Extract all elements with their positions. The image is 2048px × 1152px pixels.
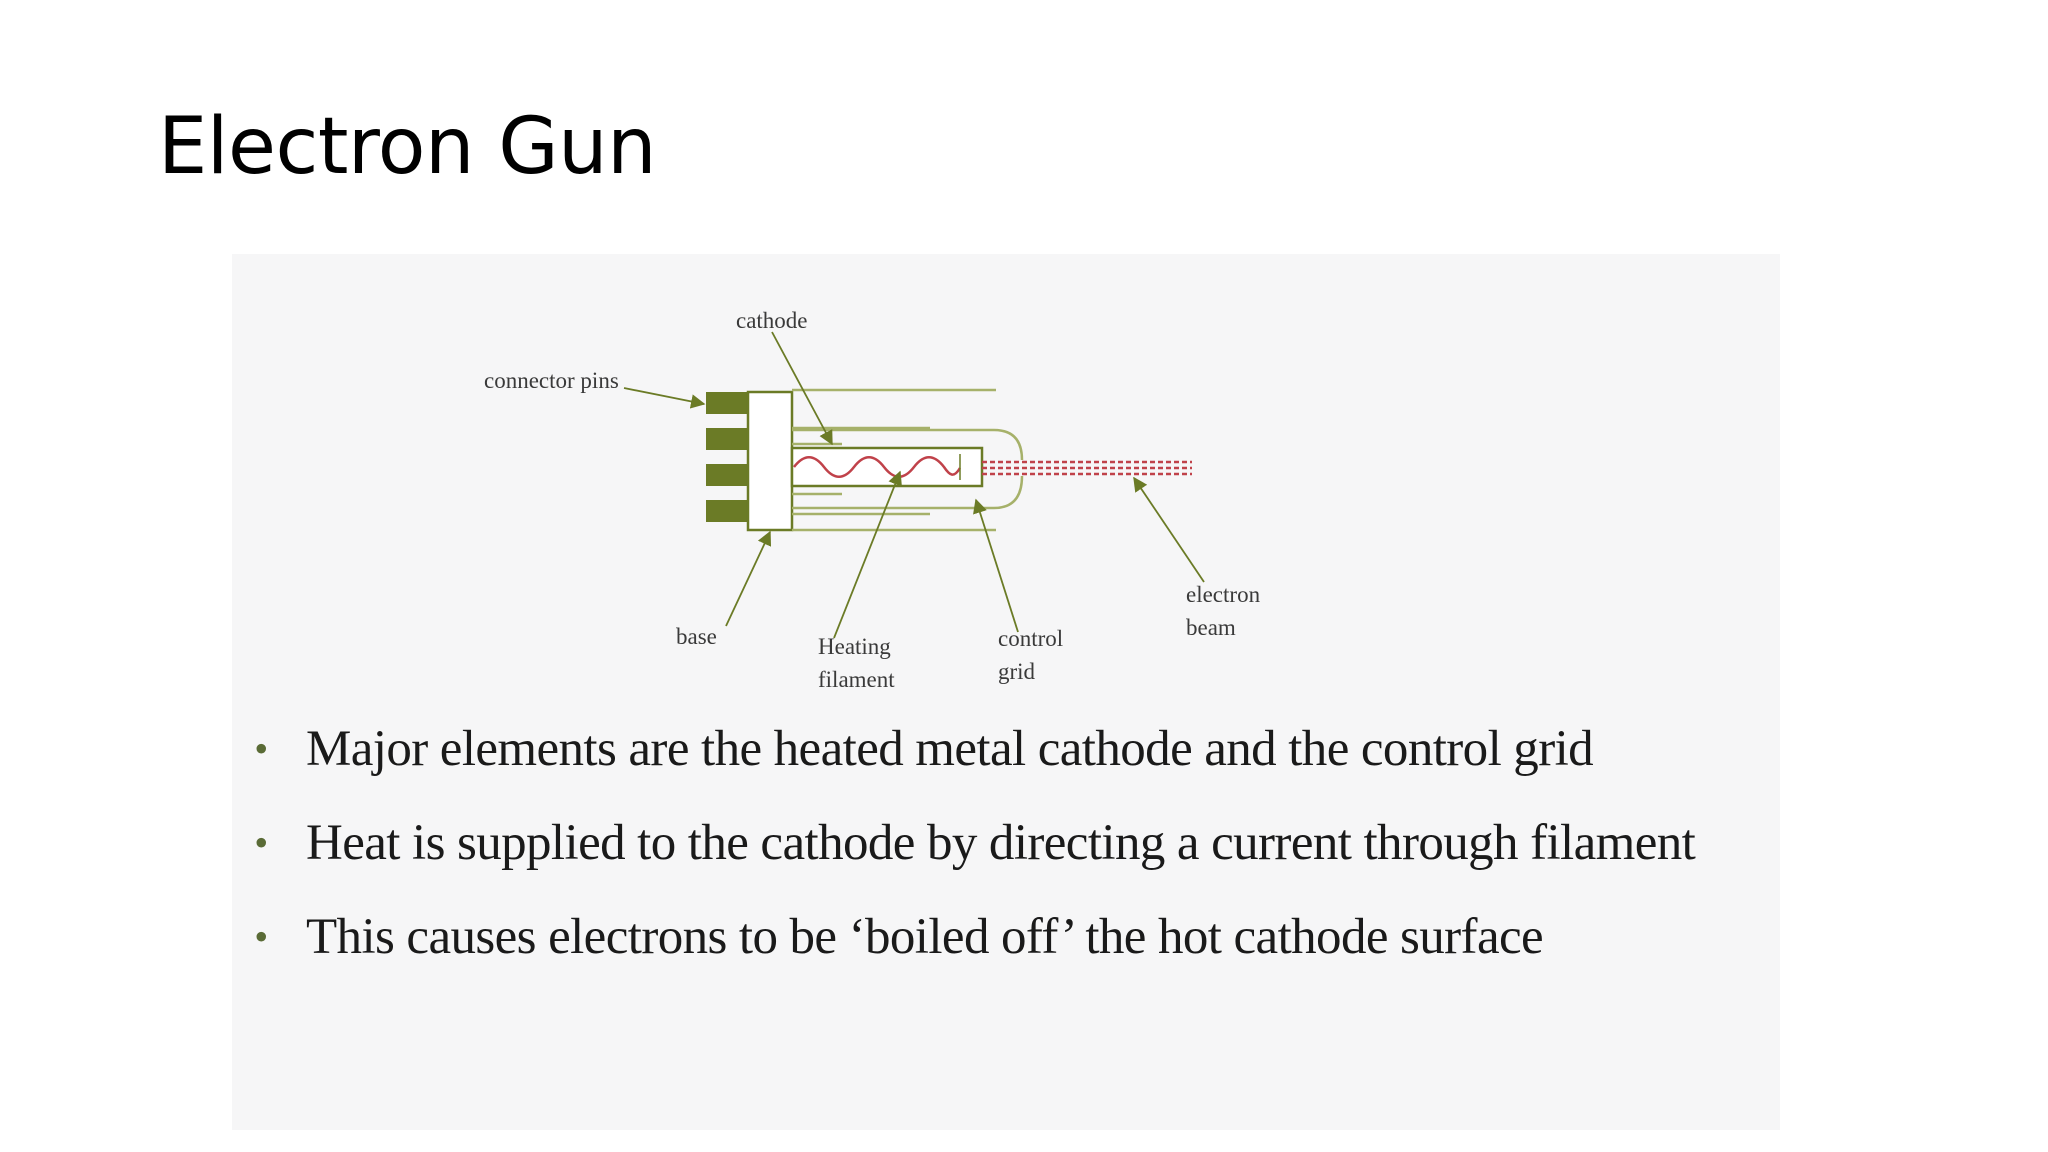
connector-pin-1 <box>706 392 748 414</box>
bullet-list: • Major elements are the heated metal ca… <box>246 702 1696 984</box>
label-control-line1: control <box>998 626 1063 651</box>
label-beam-line2: beam <box>1186 615 1236 640</box>
bullet-text: This causes electrons to be ‘boiled off’… <box>306 909 1544 965</box>
electron-gun-diagram: cathode connector pins base Heating fila… <box>484 308 1261 692</box>
arrow-control-grid <box>973 498 1019 633</box>
arrow-heating-filament <box>833 470 902 639</box>
heating-filament <box>793 456 962 478</box>
electron-beam <box>982 460 1192 476</box>
arrow-electron-beam <box>1133 476 1205 583</box>
slide-title: Electron Gun <box>158 102 657 192</box>
label-connector-pins: connector pins <box>484 368 619 393</box>
label-heating-line1: Heating <box>818 634 891 659</box>
arrow-base <box>725 530 772 627</box>
bullet-marker: • <box>254 726 268 771</box>
bullet-item: • Major elements are the heated metal ca… <box>246 702 1695 796</box>
base <box>746 390 794 532</box>
figure-panel: cathode connector pins base Heating fila… <box>232 254 1780 1130</box>
connector-pin-2 <box>706 428 748 450</box>
label-heating-line2: filament <box>818 667 895 692</box>
connector-pin-3 <box>706 464 748 486</box>
cathode <box>790 446 984 488</box>
bullet-marker: • <box>254 914 268 959</box>
arrow-cathode <box>771 331 833 446</box>
bullet-marker: • <box>254 820 268 865</box>
arrow-connector-pins <box>623 387 706 409</box>
bullet-text: Major elements are the heated metal cath… <box>306 721 1594 777</box>
bullet-item: • This causes electrons to be ‘boiled of… <box>246 890 1695 984</box>
label-beam-line1: electron <box>1186 582 1261 607</box>
bullet-text: Heat is supplied to the cathode by direc… <box>306 815 1696 871</box>
bullet-item: • Heat is supplied to the cathode by dir… <box>246 796 1696 890</box>
control-grid <box>792 388 1024 532</box>
connector-pin-4 <box>706 500 748 522</box>
label-base: base <box>676 624 717 649</box>
label-cathode: cathode <box>736 308 808 333</box>
label-control-line2: grid <box>998 659 1036 684</box>
